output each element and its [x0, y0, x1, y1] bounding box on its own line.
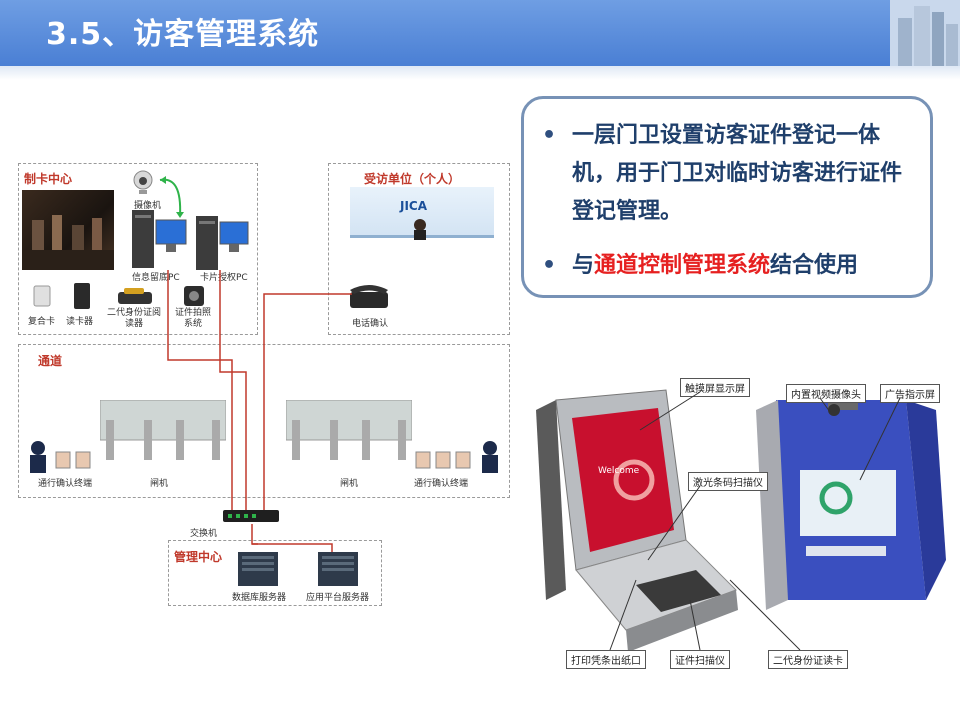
- gate-right-label: 闸机: [340, 479, 359, 489]
- bullet-text-2: 与通道控制管理系统结合使用: [572, 253, 859, 278]
- info-pc-icon: [132, 210, 187, 268]
- gate-left-label: 闸机: [150, 479, 169, 489]
- switch-label: 交换机: [190, 529, 218, 539]
- id-reader-label: 二代身份证阅读器: [106, 308, 161, 329]
- terminal-left-label: 通行确认终端: [38, 479, 93, 489]
- card-reader-label: 读卡器: [66, 317, 94, 327]
- terminal-left-icon: [30, 441, 91, 473]
- card-center-label: 制卡中心: [24, 172, 73, 186]
- slide-title: 3.5、访客管理系统: [46, 17, 320, 52]
- buildings-icon: [890, 0, 960, 66]
- bullet-dot: •: [542, 123, 557, 148]
- gate-right-icon: [286, 400, 412, 460]
- terminal-right-icon: [415, 441, 498, 473]
- channel-label: 通道: [38, 354, 63, 368]
- app-server-icon: [318, 552, 358, 586]
- kiosk-illustration: [536, 389, 946, 652]
- app-server-label: 应用平台服务器: [306, 593, 370, 603]
- camera-icon: [133, 170, 153, 194]
- management-label: 管理中心: [174, 550, 223, 564]
- slide-header: [0, 0, 960, 66]
- switch-icon: [223, 510, 279, 522]
- info-pc-label: 信息留底PC: [132, 273, 180, 283]
- composite-card-icon: [33, 285, 51, 307]
- kiosk-scanner-label: 证件扫描仪: [670, 650, 730, 669]
- visitor-unit-label: 受访单位（个人）: [364, 172, 461, 186]
- kiosk-printer-label: 打印凭条出纸口: [566, 650, 646, 669]
- kiosk-id-reader-label: 二代身份证读卡: [768, 650, 848, 669]
- composite-card-label: 复合卡: [28, 317, 56, 327]
- visitor-unit-box: [328, 163, 510, 335]
- kiosk-touchscreen-label: 触摸屏显示屏: [680, 378, 750, 397]
- bullet-box: • 一层门卫设置访客证件登记一体机，用于门卫对临时访客进行证件登记管理。 • 与…: [521, 96, 933, 298]
- kiosk-ad-screen-label: 广告指示屏: [880, 384, 940, 403]
- kiosk-barcode-label: 激光条码扫描仪: [688, 472, 768, 491]
- jica-logo: JICA: [400, 199, 428, 213]
- card-center-photo: [22, 190, 114, 270]
- phone-confirm-label: 电话确认: [352, 319, 389, 329]
- card-pc-label: 卡片授权PC: [200, 273, 248, 283]
- kiosk-camera-label: 内置视频摄像头: [786, 384, 866, 403]
- bullet-dot: •: [542, 253, 557, 278]
- db-server-label: 数据库服务器: [232, 593, 287, 603]
- camera-link-arrow: [159, 176, 184, 218]
- gate-left-icon: [100, 400, 226, 460]
- camera-label: 摄像机: [134, 201, 162, 211]
- phone-icon: [350, 285, 388, 308]
- card-pc-icon: [196, 216, 249, 270]
- card-reader-icon: [74, 283, 90, 309]
- id-reader-icon: [118, 288, 152, 304]
- db-server-icon: [238, 552, 278, 586]
- reception-photo: JICA: [350, 187, 494, 269]
- kiosk-screen-text: Welcome: [598, 466, 640, 476]
- management-box: [168, 540, 382, 606]
- terminal-right-label: 通行确认终端: [414, 479, 469, 489]
- bullet-text-1: 一层门卫设置访客证件登记一体机，用于门卫对临时访客进行证件登记管理。: [572, 123, 903, 224]
- card-center-box: [18, 163, 258, 335]
- header-stripe: [0, 66, 960, 80]
- cert-capture-icon: [184, 286, 204, 306]
- cert-capture-label: 证件拍照系统: [174, 308, 211, 329]
